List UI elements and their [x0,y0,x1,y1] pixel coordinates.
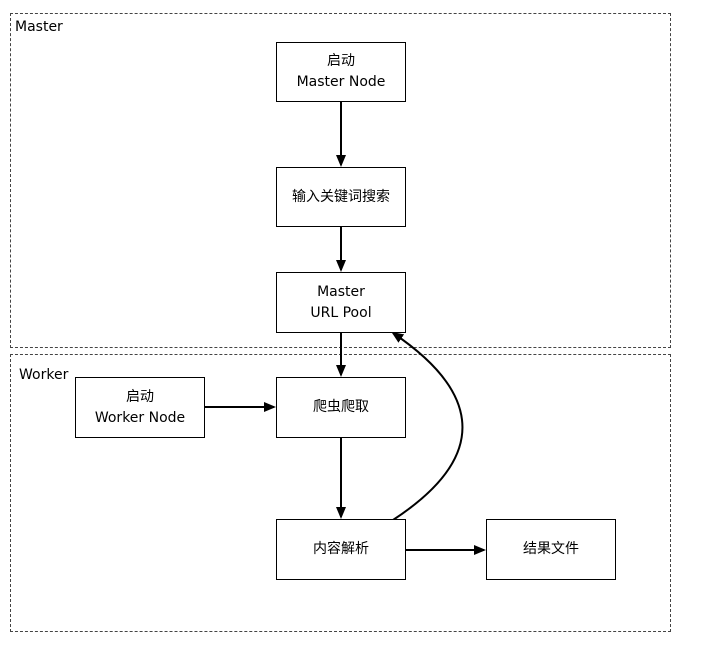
crawl-node-label: 爬虫爬取 [313,399,369,415]
result-file-node: 结果文件 [486,519,616,580]
keyword-search-node: 输入关键词搜索 [276,167,406,227]
start-master-node-line2: Master Node [296,74,386,90]
crawl-node: 爬虫爬取 [276,377,406,438]
worker-region-label: Worker [19,367,69,383]
start-master-node: 启动 Master Node [276,42,406,102]
start-worker-node-line2: Worker Node [94,409,186,426]
url-pool-node-line2: URL Pool [310,304,372,321]
keyword-search-node-label: 输入关键词搜索 [292,188,390,205]
url-pool-node: Master URL Pool [276,272,406,333]
master-region-label: Master [15,19,63,35]
parse-node: 内容解析 [276,519,406,580]
start-master-node-line1: 启动 [327,53,355,69]
start-worker-node: 启动 Worker Node [75,377,205,438]
parse-node-label: 内容解析 [313,541,369,557]
url-pool-node-line1: Master [317,283,365,300]
start-worker-node-line1: 启动 [126,388,154,405]
result-file-node-label: 结果文件 [523,541,579,557]
